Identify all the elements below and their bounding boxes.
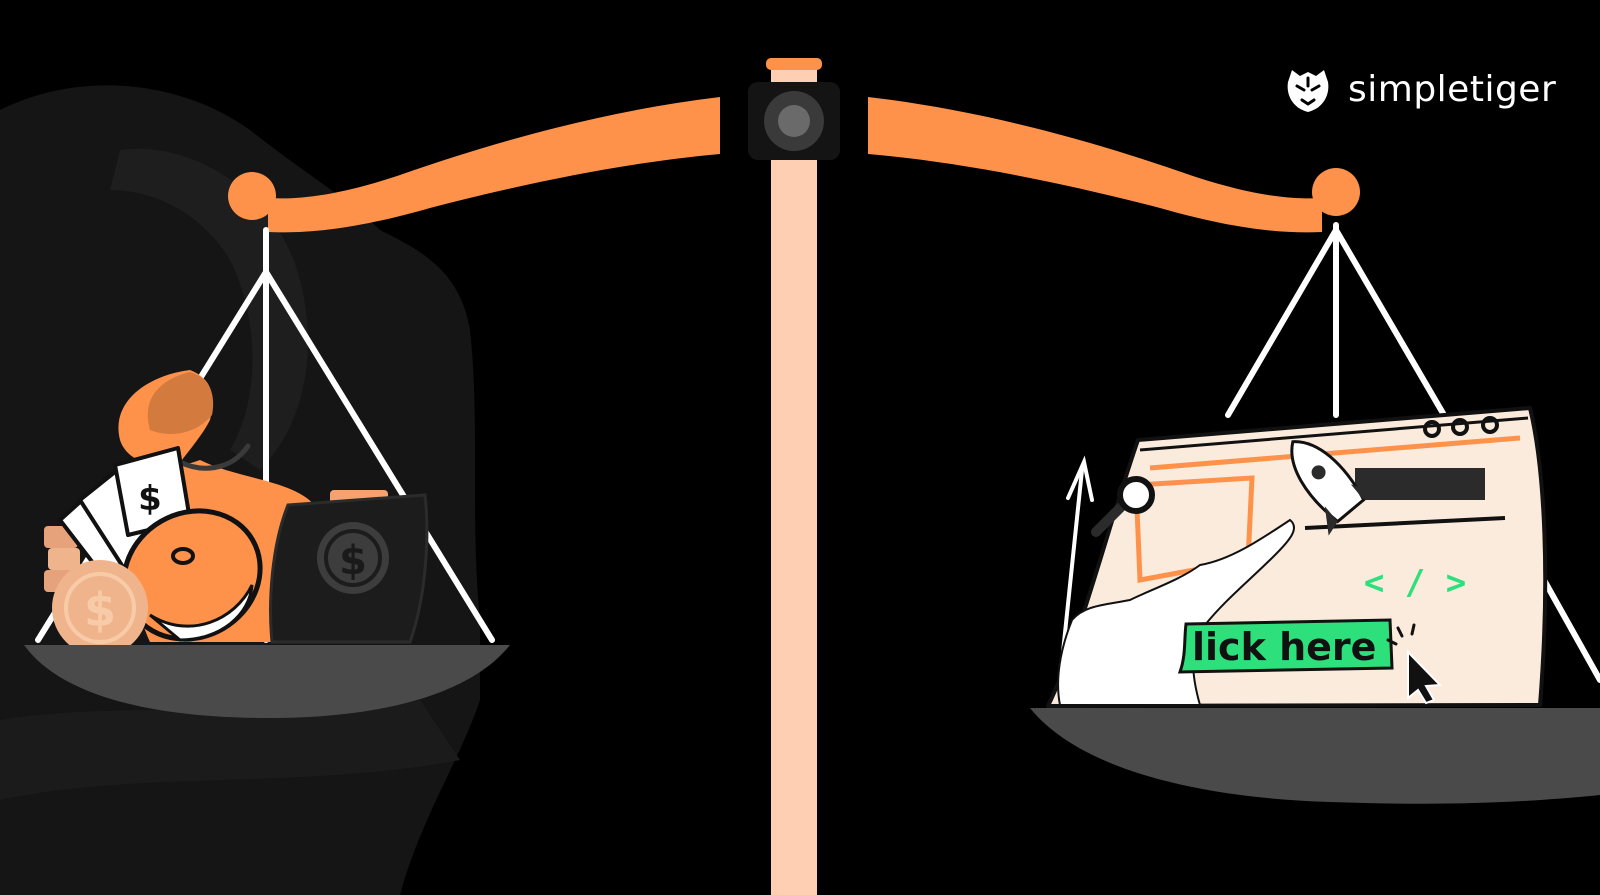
svg-text:$: $	[339, 538, 367, 584]
click-here-button: lick here	[1177, 618, 1394, 674]
left-pan-items: $ $ $	[44, 370, 429, 656]
cursor-icon	[1386, 623, 1443, 705]
brand-header: simpletiger	[1282, 60, 1556, 120]
scale-beam-left	[268, 97, 720, 233]
scale-beam-right	[868, 97, 1322, 233]
beam-right-knob	[1312, 168, 1360, 216]
scale-post	[766, 58, 822, 895]
right-pan-items: < / > lick here	[1046, 406, 1548, 708]
svg-text:$: $	[84, 583, 116, 637]
right-scale-pan	[1030, 708, 1600, 804]
svg-text:$: $	[138, 479, 162, 519]
scale-pivot	[748, 82, 840, 160]
left-scale-pan	[24, 645, 510, 718]
rocket-smoke	[1057, 518, 1295, 706]
svg-text:< / >: < / >	[1364, 563, 1466, 603]
dollar-folder-icon: $	[269, 490, 429, 644]
brand-name: simpletiger	[1348, 69, 1557, 110]
beam-left-knob	[228, 172, 276, 220]
right-pan-strings	[1225, 222, 1600, 683]
tiger-head-icon	[1287, 70, 1329, 112]
magnifier-icon	[1091, 476, 1155, 537]
svg-text:lick here: lick here	[1192, 625, 1376, 669]
rocket-icon	[1290, 440, 1380, 536]
dollar-coin-icon: $	[52, 560, 148, 656]
